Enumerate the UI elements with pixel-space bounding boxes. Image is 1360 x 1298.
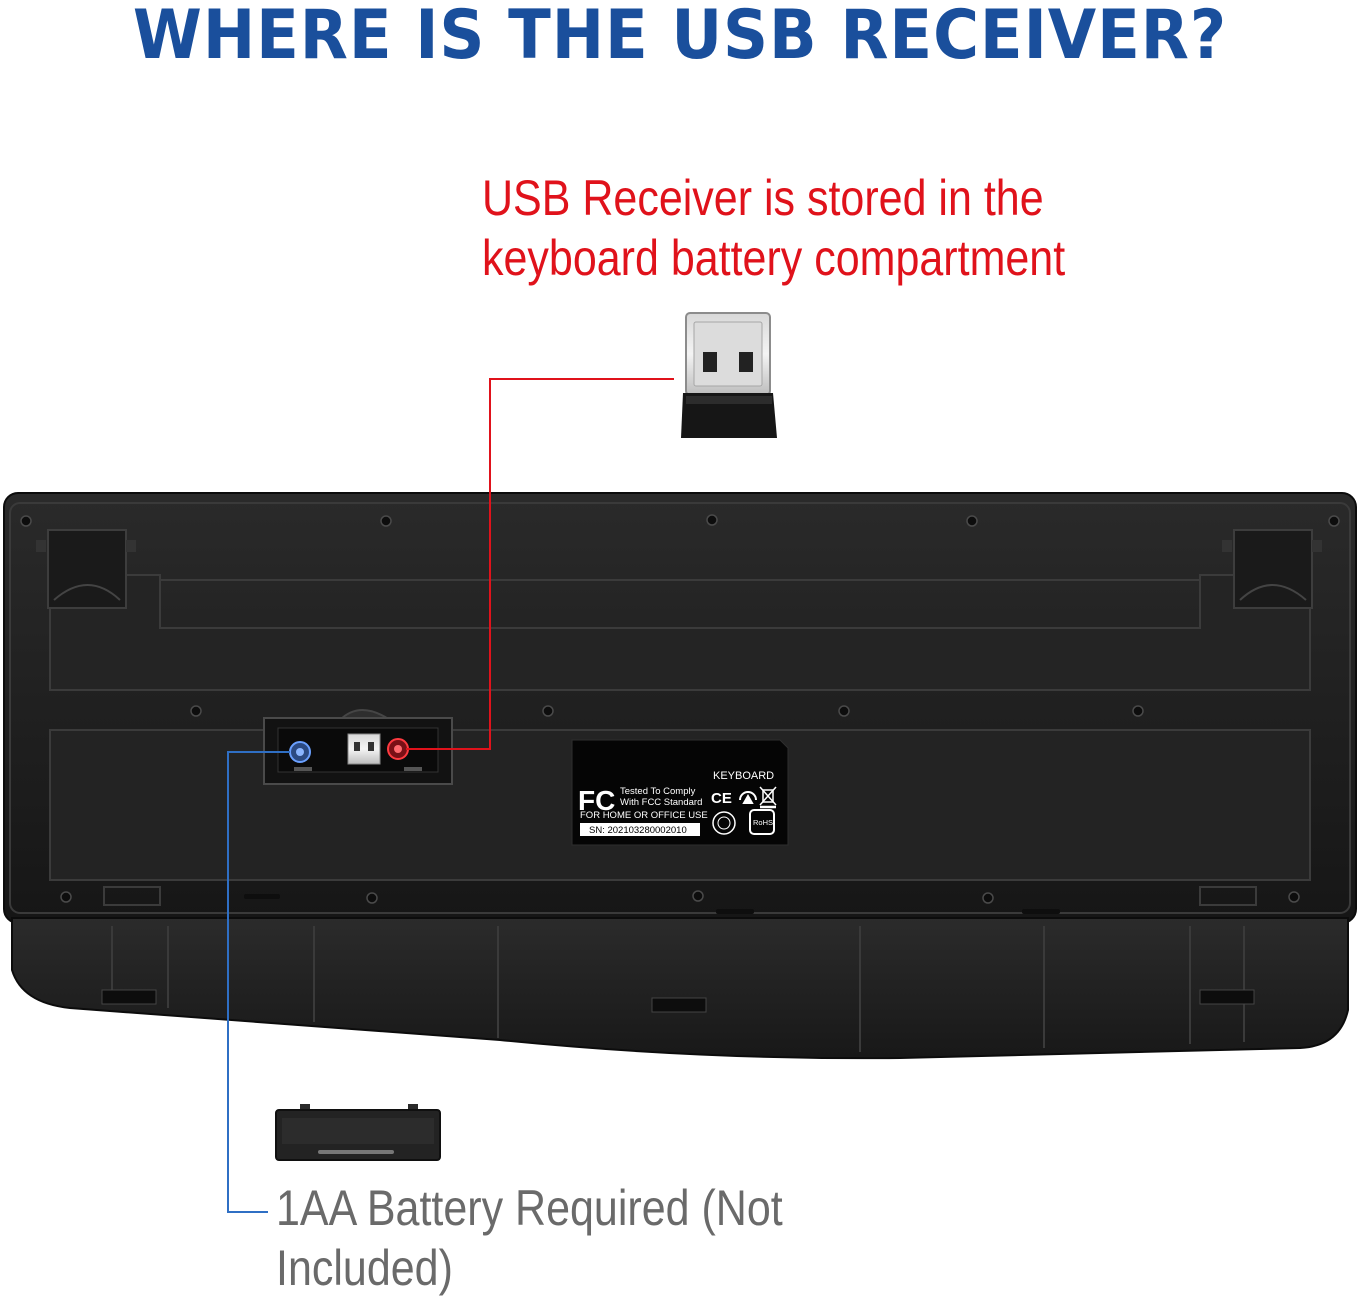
page-title: WHERE IS THE USB RECEIVER? — [132, 0, 1228, 75]
recycle-icon — [739, 791, 757, 804]
fcc-serial: SN: 202103280002010 — [589, 825, 687, 836]
battery-compartment — [263, 709, 453, 785]
weee-bin-icon — [759, 786, 777, 809]
keyboard-body — [3, 492, 1357, 924]
usb-callout-line-2: keyboard battery compartment — [482, 230, 1066, 286]
iso-seal-icon — [712, 811, 736, 835]
usb-callout-text: USB Receiver is stored in the keyboard b… — [482, 168, 1084, 288]
ce-mark: CE — [711, 790, 732, 807]
fcc-label: FC Tested To Comply With FCC Standard FO… — [571, 739, 789, 846]
fcc-tested-line-1: Tested To Comply — [620, 786, 696, 797]
keyboard-illustration: FC Tested To Comply With FCC Standard FO… — [3, 312, 1357, 1213]
rohs-text: RoHS — [753, 818, 773, 827]
palm-rest — [11, 917, 1349, 1060]
right-foot — [1222, 529, 1322, 609]
usb-leader-line — [406, 378, 674, 750]
fcc-logo: FC — [578, 785, 615, 816]
usb-receiver-icon — [681, 312, 777, 438]
left-foot — [36, 529, 136, 609]
rohs-icon: RoHS — [749, 809, 775, 835]
fcc-product: KEYBOARD — [713, 770, 774, 782]
fcc-use-line: FOR HOME OR OFFICE USE — [580, 810, 708, 821]
battery-note: 1AA Battery Required (Not Included) — [276, 1180, 783, 1296]
usb-callout-line-1: USB Receiver is stored in the — [482, 170, 1044, 226]
fcc-tested-line-2: With FCC Standard — [620, 797, 702, 808]
battery-cover — [275, 1104, 441, 1161]
battery-leader-line — [227, 751, 290, 1213]
